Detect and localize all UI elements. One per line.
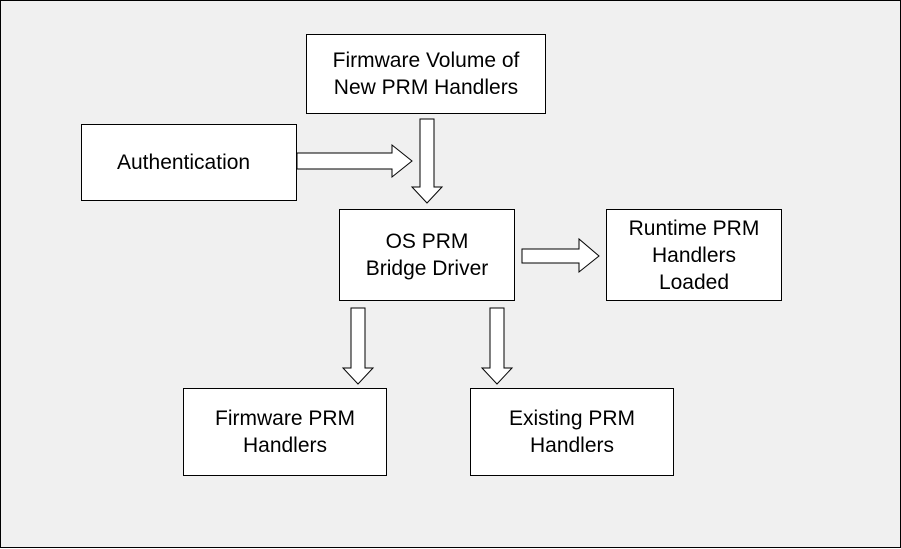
firmware-handlers-node: Firmware PRM Handlers: [183, 388, 387, 476]
os-bridge-driver-node: OS PRM Bridge Driver: [339, 209, 515, 301]
runtime-handlers-label: Runtime PRM Handlers Loaded: [628, 216, 760, 294]
arrow-os-bridge-to-firmware-handlers: [341, 307, 375, 385]
runtime-handlers-node: Runtime PRM Handlers Loaded: [606, 209, 782, 301]
existing-handlers-node: Existing PRM Handlers: [470, 388, 674, 476]
existing-handlers-label: Existing PRM Handlers: [508, 407, 636, 457]
arrow-os-bridge-to-runtime: [521, 237, 600, 274]
firmware-volume-node: Firmware Volume of New PRM Handlers: [306, 34, 546, 114]
firmware-handlers-label: Firmware PRM Handlers: [215, 407, 355, 457]
authentication-label: Authentication: [117, 151, 251, 174]
arrow-os-bridge-to-existing-handlers: [480, 307, 514, 385]
firmware-volume-label: Firmware Volume of New PRM Handlers: [332, 49, 520, 99]
arrow-firmware-volume-to-os-bridge: [410, 118, 444, 204]
authentication-node: Authentication: [81, 124, 297, 201]
arrow-authentication-to-os-bridge: [296, 143, 413, 179]
os-bridge-driver-label: OS PRM Bridge Driver: [365, 230, 489, 280]
